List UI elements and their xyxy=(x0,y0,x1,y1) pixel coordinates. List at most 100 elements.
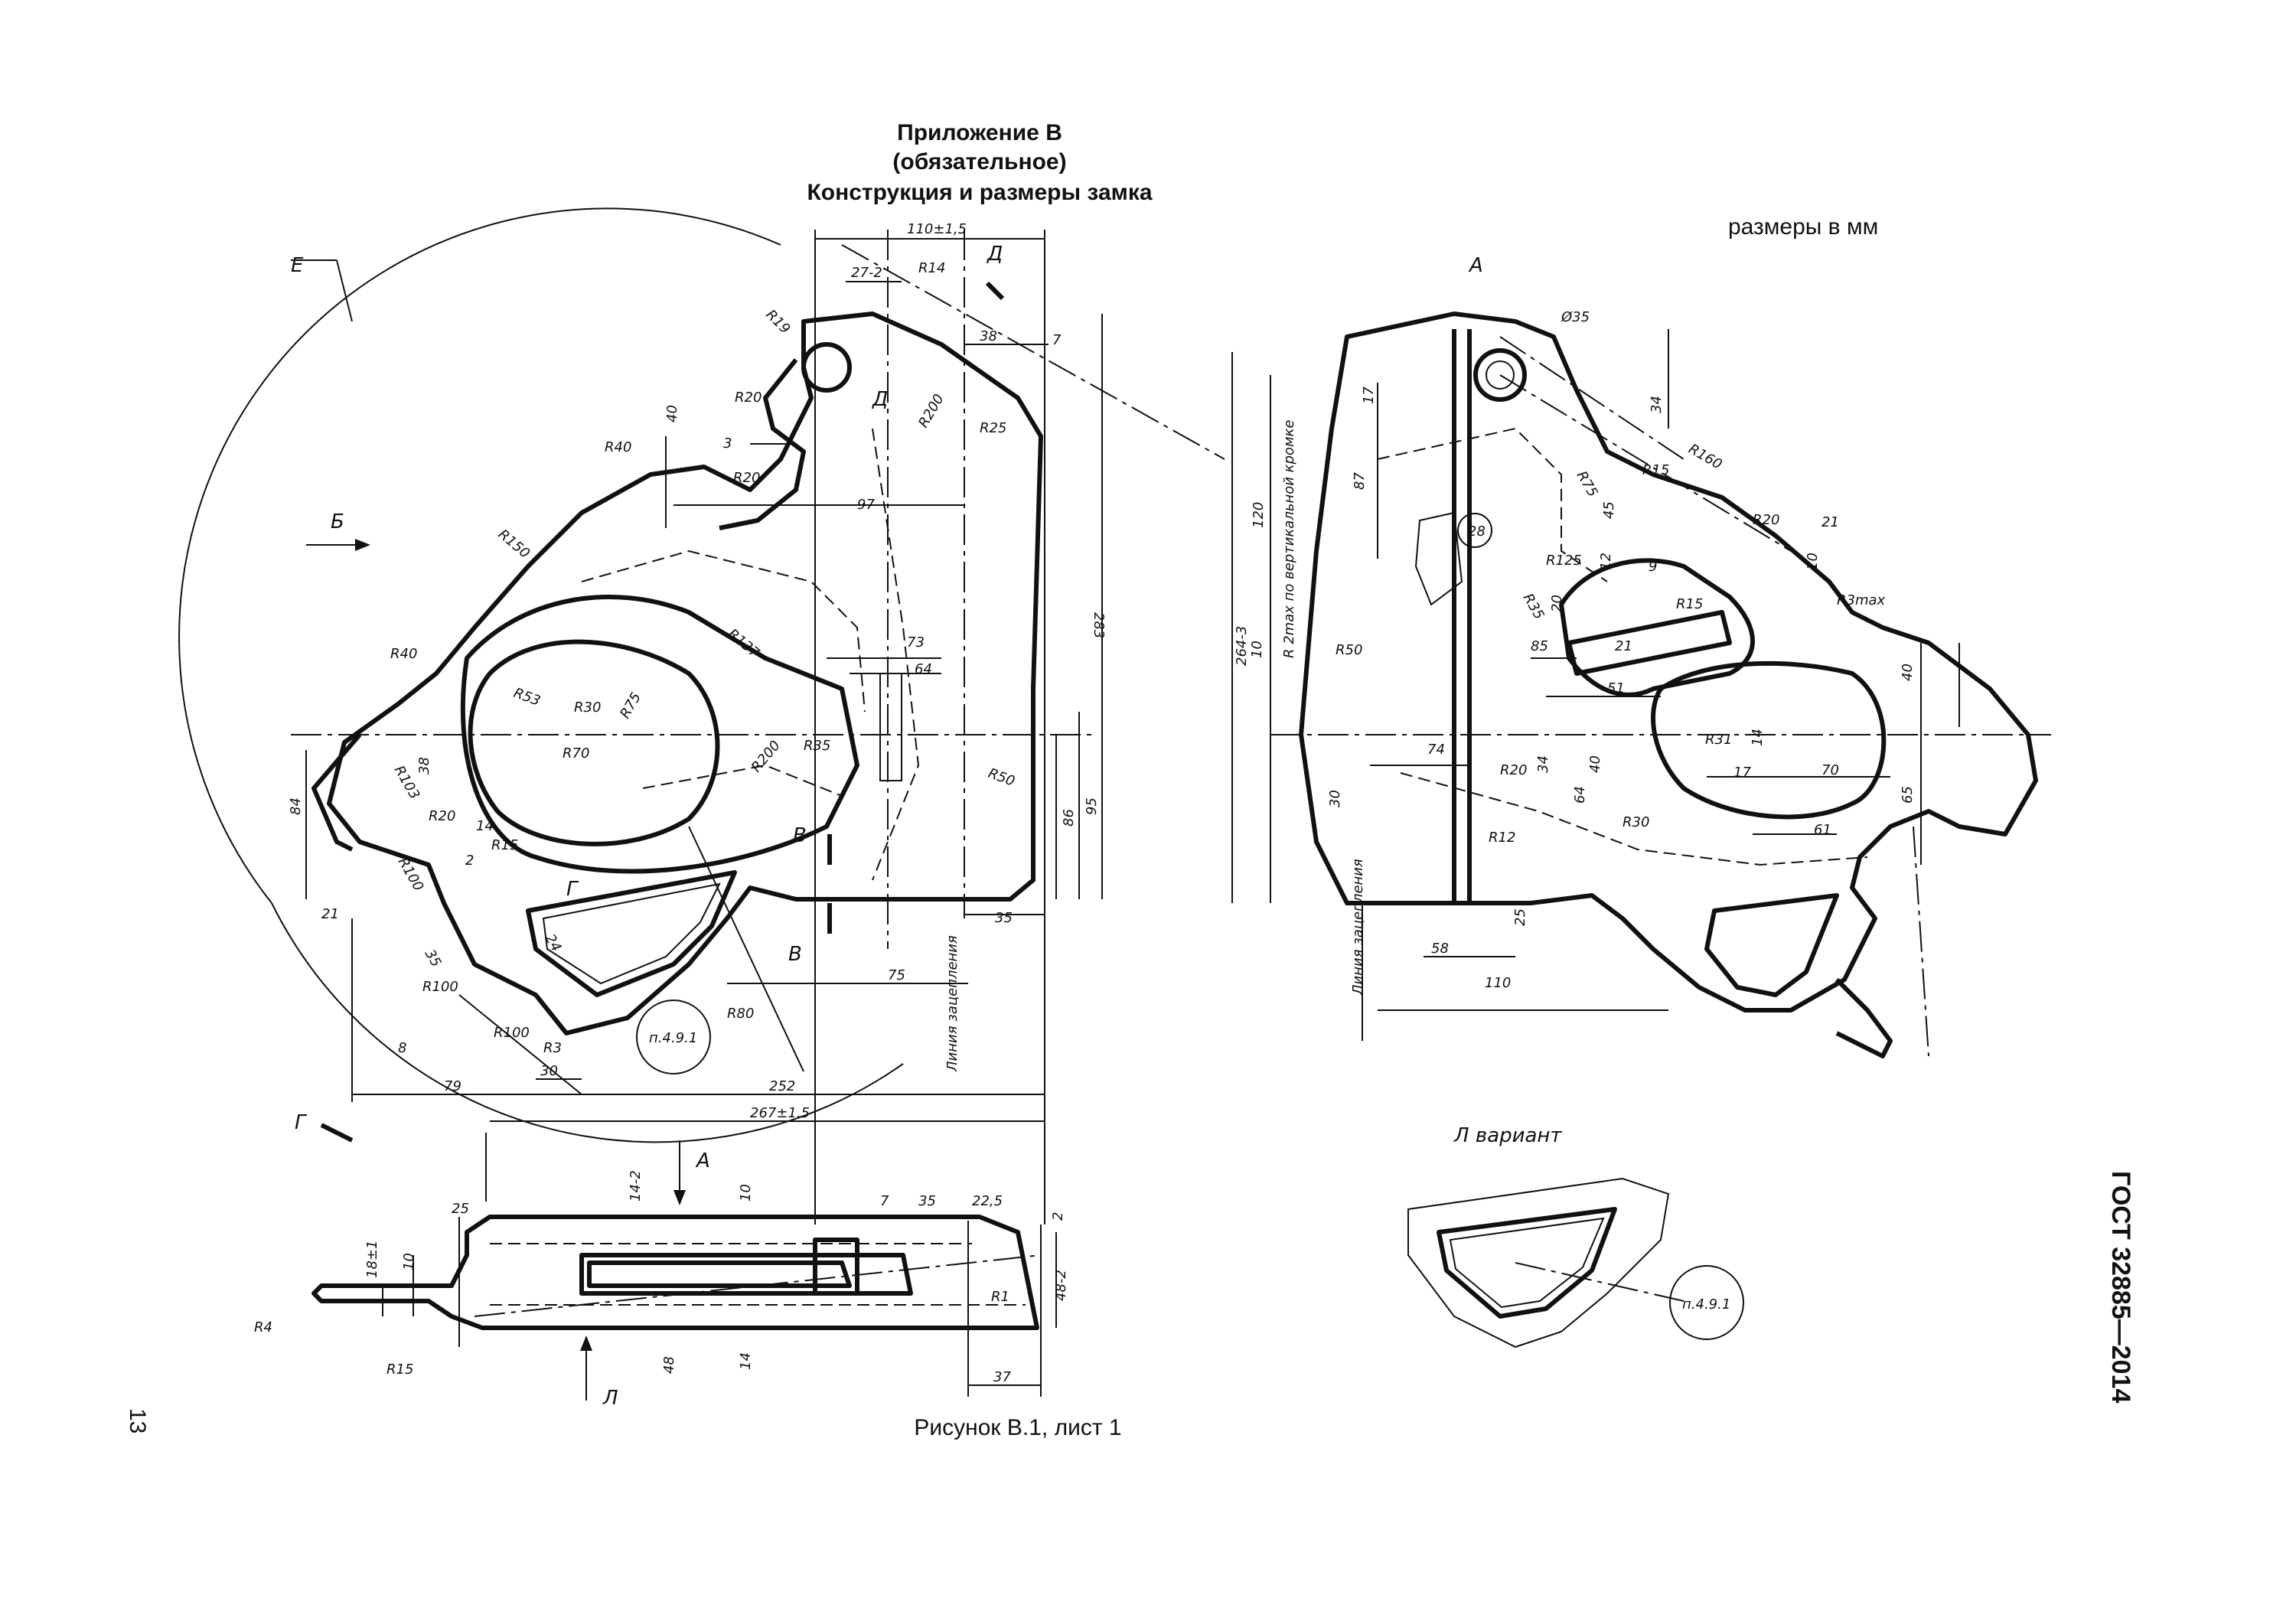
dim-r75: R75 xyxy=(617,690,644,721)
dim-r30: R30 xyxy=(574,699,601,716)
appendix-heading: Конструкция и размеры замка xyxy=(807,180,1153,205)
dim-r-120: 120 xyxy=(1251,502,1267,528)
dim-r-51: 51 xyxy=(1607,680,1625,696)
dim-b-10: 10 xyxy=(738,1184,754,1202)
dim-r50: R50 xyxy=(986,765,1016,790)
dim-30: 30 xyxy=(540,1063,558,1079)
dim-r25: R25 xyxy=(980,420,1006,436)
dim-b-2: 2 xyxy=(1050,1212,1066,1221)
dim-r19: R19 xyxy=(762,307,793,338)
dim-3: 3 xyxy=(723,435,732,452)
dim-b-r4: R4 xyxy=(254,1319,272,1335)
appendix-status: (обязательное) xyxy=(892,149,1067,174)
label-arrow-v1: В xyxy=(793,824,807,847)
bottom-view: А Л 25 14-2 10 7 35 22,5 2 18±1 10 R1 48… xyxy=(254,1140,1069,1410)
dim-b-7: 7 xyxy=(880,1193,889,1209)
dim-38: 38 xyxy=(980,328,997,344)
dim-97: 97 xyxy=(857,497,875,513)
dim-b-r15: R15 xyxy=(386,1361,413,1378)
dim-r-17b: 17 xyxy=(1733,765,1751,781)
label-arrow-v2: В xyxy=(788,943,802,966)
pin-hole xyxy=(801,342,852,393)
dim-252: 252 xyxy=(769,1078,795,1094)
ref-note-right: п.4.9.1 xyxy=(1682,1296,1730,1313)
dim-r-10b: 10 xyxy=(1249,641,1265,658)
dim-38-b: 38 xyxy=(416,757,432,774)
dim-r15: R15 xyxy=(491,837,518,853)
dim-r14: R14 xyxy=(918,260,945,276)
dim-r40-a: R40 xyxy=(605,439,631,455)
dim-b-18: 18±1 xyxy=(364,1241,380,1278)
dim-r-74: 74 xyxy=(1427,742,1445,758)
lower-window xyxy=(526,870,737,997)
engagement-line-right: Линия зацепления xyxy=(1350,859,1366,996)
dim-r-r35: R35 xyxy=(1520,591,1548,622)
dim-r137: R137 xyxy=(725,626,763,662)
lower-window-right xyxy=(1704,893,1839,997)
dim-r-r125: R125 xyxy=(1546,553,1582,569)
dim-40: 40 xyxy=(664,405,680,422)
dim-r70: R70 xyxy=(563,745,589,761)
dim-r-r75: R75 xyxy=(1574,468,1601,500)
hatched-section-28 xyxy=(1414,511,1463,606)
dim-r-20: 20 xyxy=(1549,595,1565,612)
label-section-e: Е xyxy=(291,254,304,277)
dim-r20-b: R20 xyxy=(733,470,760,486)
dim-b-48: 48-2 xyxy=(1053,1270,1069,1301)
dim-r-r30: R30 xyxy=(1623,814,1649,830)
dim-110: 110±1,5 xyxy=(907,221,967,237)
dim-7-top: 7 xyxy=(1052,332,1062,348)
dim-r40-b: R40 xyxy=(390,646,417,662)
dim-r-r50: R50 xyxy=(1336,642,1362,658)
left-view: Е Б Д Д Г Г В В п.4.9.1 Линия зацепления… xyxy=(178,207,1225,1225)
dim-r-110: 110 xyxy=(1485,975,1511,991)
dim-b-48b: 48 xyxy=(661,1356,677,1374)
dim-r3: R3 xyxy=(543,1040,562,1056)
dim-b-10b: 10 xyxy=(401,1253,417,1270)
dim-r-40b: 40 xyxy=(1587,755,1603,773)
dim-r-r15a: R15 xyxy=(1642,462,1669,478)
slot-right xyxy=(1567,610,1732,676)
dim-b-14: 14-2 xyxy=(628,1170,644,1202)
label-g-inner: Г xyxy=(566,878,579,901)
label-arrow-l: Л xyxy=(602,1387,618,1410)
dim-r-34: 34 xyxy=(1649,396,1665,413)
inner-loop-right xyxy=(1559,558,1755,697)
label-variant: Л вариант xyxy=(1453,1124,1562,1147)
ref-circle-left xyxy=(636,1000,711,1075)
dim-r-65: 65 xyxy=(1900,786,1916,804)
dim-r-21: 21 xyxy=(1821,514,1839,530)
units-note: размеры в мм xyxy=(1728,214,1879,240)
dim-8: 8 xyxy=(398,1040,406,1056)
engagement-line-left: Линия зацепления xyxy=(944,935,960,1072)
dim-14: 14 xyxy=(476,818,494,834)
dim-r-34b: 34 xyxy=(1535,755,1551,773)
knuckle-body-outline xyxy=(327,311,1043,1035)
dim-r-r20: R20 xyxy=(1753,512,1779,528)
dim-r53: R53 xyxy=(511,685,542,709)
dim-79: 79 xyxy=(444,1078,461,1094)
dim-r-85: 85 xyxy=(1531,638,1548,654)
dim-r-10: 10 xyxy=(1805,553,1821,570)
dim-r-17: 17 xyxy=(1361,386,1377,404)
dim-r-87: 87 xyxy=(1352,472,1368,490)
circle-e xyxy=(178,207,781,904)
dim-r-61: 61 xyxy=(1814,822,1831,838)
right-view-outline xyxy=(1299,311,2038,1013)
dim-b-r1: R1 xyxy=(991,1289,1009,1305)
dim-b-35: 35 xyxy=(918,1193,936,1209)
dim-r100-c: R100 xyxy=(494,1025,530,1041)
hatched-rib xyxy=(879,673,902,781)
inner-pocket xyxy=(468,639,720,846)
variant-outline xyxy=(1407,1177,1670,1348)
dim-r-r2max: R 2max по вертикальной кромке xyxy=(1281,420,1297,658)
dim-r150: R150 xyxy=(495,527,533,562)
dim-r-35: Ø35 xyxy=(1561,309,1590,325)
dim-r20-c: R20 xyxy=(429,808,455,824)
dim-r-40: 40 xyxy=(1900,664,1916,681)
label-arrow-b: Б xyxy=(331,510,344,533)
dim-r-264: 264-3 xyxy=(1234,626,1250,666)
dim-r-58: 58 xyxy=(1431,941,1449,957)
dim-27: 27-2 xyxy=(851,265,882,281)
